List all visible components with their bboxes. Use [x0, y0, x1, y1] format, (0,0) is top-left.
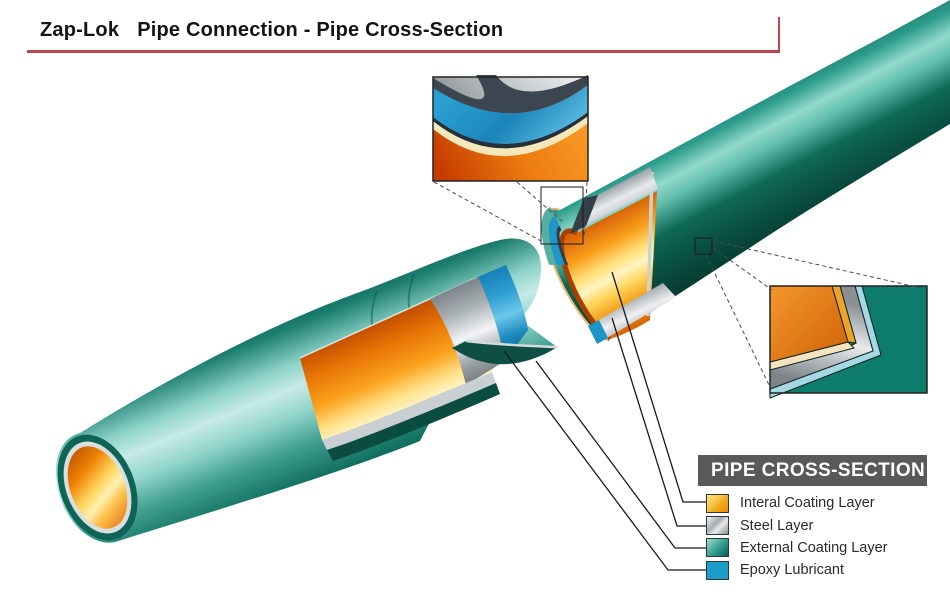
notch-epoxy [588, 320, 608, 344]
leader-external-coating [535, 360, 709, 549]
legend-leader-lines [503, 271, 709, 571]
inset2-border [769, 285, 928, 394]
inset1-dark-edge [433, 112, 588, 149]
bell-lip-steel-rim [465, 339, 557, 349]
inset1-darkgray-band [433, 75, 588, 114]
legend: Interal Coating Layer Steel Layer Extern… [706, 492, 888, 582]
mouth-internal-coating-face [67, 446, 128, 529]
title-brand: Zap-Lok [40, 19, 120, 41]
page-title: Zap-Lok Pipe Connection - Pipe Cross-Sect… [40, 19, 503, 42]
detail-markers [540, 186, 713, 255]
legend-header: PIPE CROSS-SECTION [698, 455, 927, 486]
pin-curl [541, 206, 569, 265]
inset1-cream-layer [433, 116, 588, 157]
pin-dark-stripe [570, 195, 598, 234]
callout-dashed-lines [433, 181, 922, 388]
curl-dark-arc [556, 225, 569, 265]
legend-label: External Coating Layer [740, 539, 888, 556]
leader-steel [611, 317, 709, 527]
pin-bottom-notch [588, 283, 676, 344]
steel-bottom-rim [322, 372, 496, 450]
coating-bottom-shadow [327, 383, 500, 461]
detail-inset-lip-overlap [432, 75, 589, 182]
title-rule-right [777, 17, 780, 52]
external-coating-swatch [706, 538, 729, 558]
title-text: Pipe Connection - Pipe Cross-Section [137, 19, 504, 41]
legend-label: Interal Coating Layer [740, 495, 875, 512]
legend-item-internal-coating: Interal Coating Layer [706, 492, 888, 514]
steel-swatch [706, 516, 729, 536]
detail-inset-layer-stack [769, 285, 928, 399]
curl-external-coating-arc [541, 206, 557, 265]
marker-lip-overlap [540, 186, 584, 245]
inset1-border [432, 76, 589, 182]
marker-layer-stack [694, 237, 713, 255]
leader-epoxy [503, 350, 709, 571]
leader-internal-coating [611, 271, 709, 503]
epoxy-lubricant-band [478, 265, 528, 361]
notch-steel [597, 283, 676, 338]
legend-item-epoxy: Epoxy Lubricant [706, 559, 888, 581]
internal-coating-swatch [706, 493, 729, 513]
right-pipe-pin-section [541, 0, 950, 344]
legend-label: Steel Layer [740, 517, 814, 534]
legend-item-external-coating: External Coating Layer [706, 537, 888, 559]
legend-item-steel: Steel Layer [706, 514, 888, 536]
epoxy-swatch [706, 560, 729, 580]
left-pipe-mouth [57, 434, 138, 541]
legend-label: Epoxy Lubricant [740, 562, 844, 579]
title-underline [27, 50, 780, 53]
pin-steel-top-band [584, 167, 658, 226]
curl-epoxy-arc [548, 215, 565, 265]
left-pipe-bell-section [55, 238, 557, 543]
inset1-epoxy-band [433, 85, 588, 144]
